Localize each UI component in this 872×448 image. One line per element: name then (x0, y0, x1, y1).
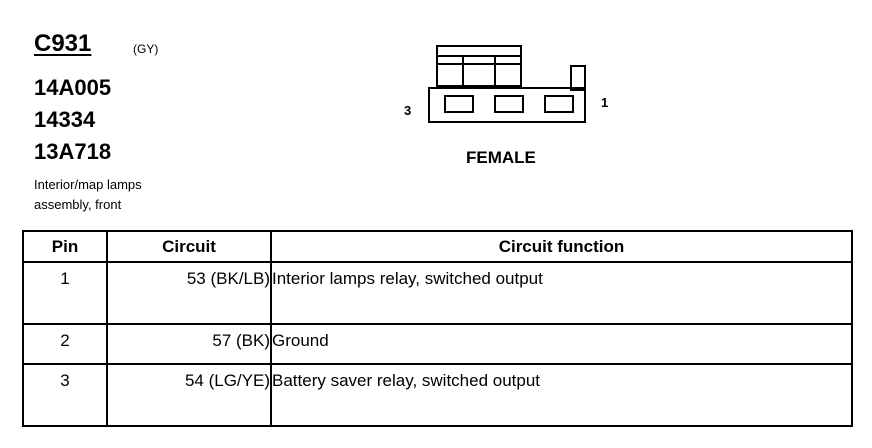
table-row: 3 54 (LG/YE) Battery saver relay, switch… (22, 363, 853, 427)
connector-body (428, 87, 586, 123)
connector-latch-post (570, 65, 586, 91)
column-header-pin: Pin (22, 230, 108, 263)
connector-id: C931 (34, 30, 92, 57)
pin-cell: 1 (22, 261, 108, 325)
circuit-cell: 53 (BK/LB) (106, 261, 272, 325)
column-header-function: Circuit function (270, 230, 853, 263)
pin-cell: 3 (22, 363, 108, 427)
pin-cavity-1 (544, 95, 574, 113)
pin-label-right: 1 (601, 95, 609, 110)
pin-cell: 2 (22, 323, 108, 365)
pinout-table: Pin Circuit Circuit function 1 53 (BK/LB… (22, 230, 853, 427)
connector-color-code: (GY) (133, 42, 159, 56)
pin-cavity-3 (444, 95, 474, 113)
function-cell: Ground (270, 323, 853, 365)
part-number-2: 14334 (34, 107, 96, 132)
connector-lock-housing (436, 45, 522, 87)
function-cell: Battery saver relay, switched output (270, 363, 853, 427)
pin-cavity-2 (494, 95, 524, 113)
connector-face-diagram (428, 45, 586, 123)
function-cell: Interior lamps relay, switched output (270, 261, 853, 325)
column-header-circuit: Circuit (106, 230, 272, 263)
description-line-1: Interior/map lamps (34, 177, 142, 192)
description-line-2: assembly, front (34, 197, 122, 212)
table-header-row: Pin Circuit Circuit function (22, 230, 853, 263)
part-number-1: 14A005 (34, 75, 112, 100)
table-row: 2 57 (BK) Ground (22, 323, 853, 365)
connector-gender-label: FEMALE (466, 148, 536, 167)
circuit-cell: 57 (BK) (106, 323, 272, 365)
circuit-cell: 54 (LG/YE) (106, 363, 272, 427)
part-number-3: 13A718 (34, 139, 112, 164)
pin-label-left: 3 (404, 103, 412, 118)
table-row: 1 53 (BK/LB) Interior lamps relay, switc… (22, 261, 853, 325)
